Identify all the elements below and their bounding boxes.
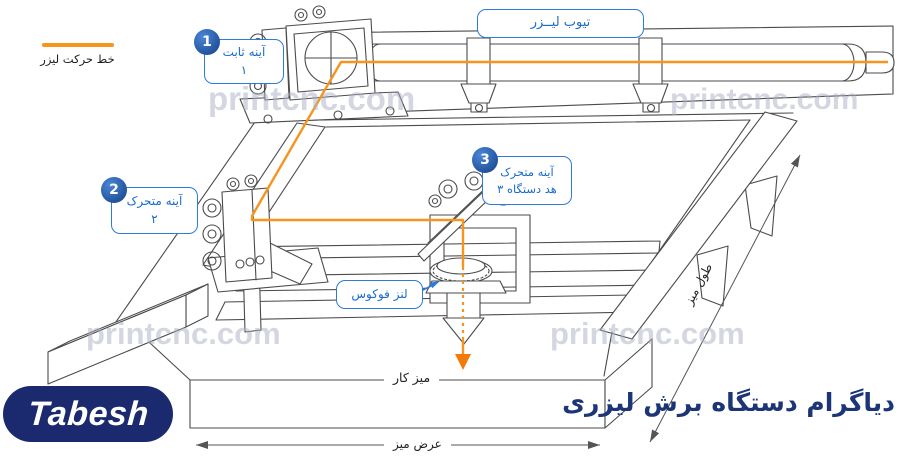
callout-fixed-mirror-line1: آینه ثابت <box>222 45 266 60</box>
watermark-bottom-left: printcnc.com <box>86 316 281 351</box>
callout-head-mirror-line1: آینه متحرک <box>500 164 554 179</box>
legend-laser-line <box>42 43 114 47</box>
callout-laser-tube: تیوب لیــزر <box>477 9 644 38</box>
badge-moving-mirror: 2 <box>101 177 127 203</box>
watermark-top-left: printcnc.com <box>208 80 416 117</box>
callout-moving-mirror-line2: ۲ <box>151 211 158 226</box>
diagram-title: دیاگرام دستگاه برش لیزری <box>562 388 895 417</box>
badge-head-mirror: 3 <box>472 147 498 173</box>
laser-beam-path <box>250 60 888 370</box>
callout-fixed-mirror-line2: ۱ <box>240 62 248 77</box>
work-table-label: میز کار <box>384 370 440 385</box>
callout-head-mirror-line2: هد دستگاه ۳ <box>497 181 557 196</box>
callout-moving-mirror-line1: آینه متحرک <box>126 194 183 209</box>
legend-label: خط حرکت لیزر <box>40 52 115 66</box>
mirror-2-assembly <box>202 174 329 293</box>
tabesh-logo-text: Tabesh <box>26 394 150 433</box>
callout-focus-lens: لنز فوکوس <box>336 280 423 309</box>
right-rail <box>599 111 798 377</box>
tabesh-logo: Tabesh <box>3 386 173 442</box>
watermark-bottom-right: printcnc.com <box>550 316 745 351</box>
callout-fixed-mirror: آینه ثابت ۱ <box>204 39 284 84</box>
lens-pointer-arrow <box>420 281 440 292</box>
work-table-slab <box>149 338 653 429</box>
watermark-top-right: printcnc.com <box>670 83 859 116</box>
badge-fixed-mirror: 1 <box>194 29 220 55</box>
table-width-label: عرض میز <box>384 437 451 451</box>
